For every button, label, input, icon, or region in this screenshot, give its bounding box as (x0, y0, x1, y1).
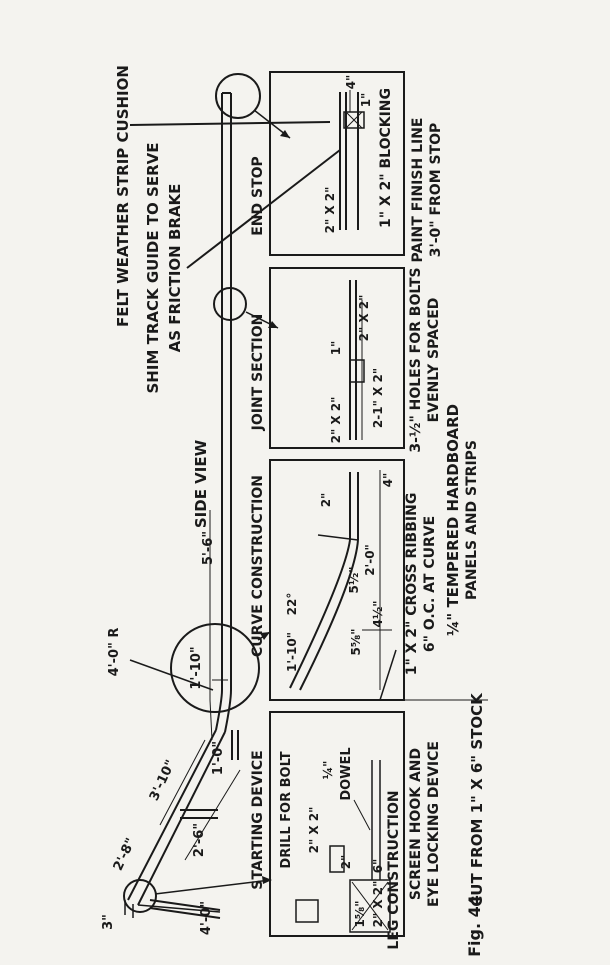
joint-holes-2: EVENLY SPACED (426, 298, 442, 423)
dim-5-6: 5'-6" (201, 531, 216, 565)
curve-d4-half: 4½" (371, 600, 385, 627)
joint-title: JOINT SECTION (250, 314, 266, 432)
paint-note-1: PAINT FINISH LINE (410, 118, 426, 263)
start-hook-2: EYE LOCKING DEVICE (426, 741, 442, 907)
end-stop-title: END STOP (250, 156, 266, 236)
end-stop-dim-4: 4" (344, 75, 358, 90)
start-title: STARTING DEVICE (250, 750, 266, 889)
start-dowel: DOWEL (339, 747, 354, 800)
shim-note-1: SHIM TRACK GUIDE TO SERVE (144, 143, 162, 394)
dim-2-6: 2'-6" (192, 823, 207, 857)
end-stop-post: 2" X 2" (323, 187, 337, 234)
end-stop-dim-1: 1" (359, 93, 373, 108)
start-d6: 6" (371, 859, 385, 874)
shim-note-2: AS FRICTION BRAKE (166, 184, 184, 353)
joint-holes-1: 3-½" HOLES FOR BOLTS (408, 267, 424, 452)
curve-ribbing-1: 1" X 2" CROSS RIBBING (404, 493, 420, 676)
panel-end-stop (269, 71, 405, 256)
end-stop-blocking: 1" X 2" BLOCKING (378, 88, 394, 228)
side-view (123, 73, 291, 919)
start-hook-1: SCREEN HOOK AND (408, 748, 424, 900)
start-2x2: 2" X 2" (307, 807, 321, 854)
curve-d5-5-8: 5⅝" (349, 628, 363, 655)
side-view-title: SIDE VIEW (192, 439, 210, 528)
curve-ribbing-2: 6" O.C. AT CURVE (422, 516, 438, 652)
curve-hardboard-2: PANELS AND STRIPS (464, 440, 480, 600)
curve-d2-0: 2'-0" (363, 544, 377, 576)
start-drill: DRILL FOR BOLT (279, 751, 294, 868)
cut-note: CUT FROM 1" X 6" STOCK (468, 692, 486, 907)
figure-label: Fig. 44 (465, 895, 484, 957)
joint-a: 2" X 2" (329, 397, 343, 444)
dim-4-0: 4'-0" (199, 901, 214, 935)
curve-d2: 2" (319, 493, 333, 508)
felt-note: FELT WEATHER STRIP CUSHION (114, 65, 132, 327)
dim-3: 3" (101, 914, 116, 930)
curve-d5-half: 5½" (347, 566, 361, 593)
joint-b: 1" (329, 341, 343, 356)
curve-d1-10: 1'-10" (285, 632, 299, 672)
start-d1-5-8: 1⅝" (353, 900, 367, 927)
start-d2: 2" (339, 855, 353, 870)
start-leg: LEG CONSTRUCTION (386, 790, 402, 949)
panel-joint-section (269, 267, 405, 449)
start-quarter: ¼" (321, 761, 335, 780)
panel-starting-device (269, 711, 405, 937)
paint-note-2: 3'-0" FROM STOP (428, 123, 444, 258)
curve-angle: 22° (285, 593, 299, 616)
joint-c: 2" X 2" (357, 295, 371, 342)
dim-2-8: 2'-8" (111, 836, 139, 873)
curve-hardboard-1: ¼" TEMPERED HARDBOARD (444, 404, 462, 636)
start-2x2-b: 2" X 2" (371, 881, 385, 928)
dim-radius: 4'-0" R (107, 628, 122, 677)
dim-1-10: 1'-10" (189, 646, 204, 689)
curve-title: CURVE CONSTRUCTION (250, 475, 266, 657)
dim-3-10: 3'-10" (147, 758, 179, 804)
dim-1-0: 1'-0" (211, 741, 226, 775)
joint-d: 2-1" X 2" (371, 368, 385, 428)
curve-d4: 4" (381, 473, 395, 488)
panel-curve-construction (269, 459, 405, 701)
